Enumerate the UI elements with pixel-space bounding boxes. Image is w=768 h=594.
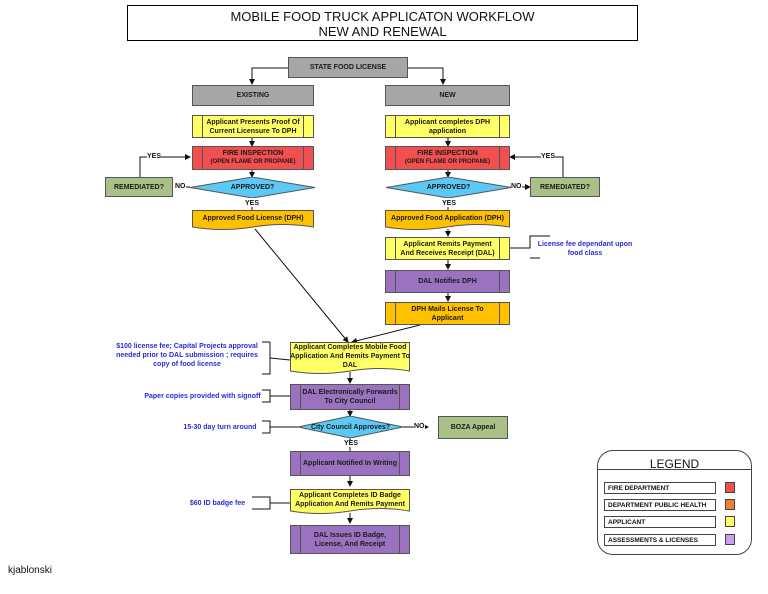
node-applicant-notified: Applicant Notified In Writing xyxy=(290,451,410,476)
node-id-badge-application: Applicant Completes ID Badge Application… xyxy=(295,492,405,508)
decision-council-approves xyxy=(298,416,403,438)
connector-remediated-yes-right xyxy=(509,154,564,177)
node-remits-payment: Applicant Remits Payment And Receives Re… xyxy=(385,237,510,260)
label-yes: YES xyxy=(442,200,457,207)
node-new: NEW xyxy=(385,85,510,106)
node-approved-food-license-shape xyxy=(192,210,314,230)
node-dph-mails-license: DPH Mails License To Applicant xyxy=(385,302,510,325)
node-approved-food-application-shape xyxy=(385,210,510,230)
legend-swatch-fire xyxy=(725,482,735,493)
node-id-badge-application-shape xyxy=(290,489,410,514)
decision-council-approves-label: City Council Approves? xyxy=(310,423,391,431)
label-no: NO xyxy=(175,183,186,190)
node-dal-forwards: DAL Electronically Forwards To City Coun… xyxy=(290,384,410,410)
legend-item-fire: FIRE DEPARTMENT xyxy=(604,482,716,494)
node-approved-food-application: Approved Food Application (DPH) xyxy=(391,215,504,222)
node-remediated-left: REMEDIATED? xyxy=(105,177,173,197)
page-title: MOBILE FOOD TRUCK APPLICATON WORKFLOW NE… xyxy=(127,5,638,41)
node-dal-issues-badge: DAL Issues ID Badge, License, And Receip… xyxy=(290,525,410,554)
node-fire-inspection-left: FIRE INSPECTION (OPEN FLAME OR PROPANE) xyxy=(192,146,314,170)
label-no: NO xyxy=(414,423,425,430)
label-yes: YES xyxy=(344,440,359,447)
title-line1: MOBILE FOOD TRUCK APPLICATON WORKFLOW xyxy=(230,9,535,24)
legend-swatch-applicant xyxy=(725,516,735,527)
node-new-dph-application: Applicant completes DPH application xyxy=(385,115,510,138)
label-yes: YES xyxy=(147,153,162,160)
decision-approved-left-label: APPROVED? xyxy=(230,184,275,191)
note-capital-projects: $100 license fee; Capital Projects appro… xyxy=(116,343,258,368)
note-bracket-capital xyxy=(262,342,271,375)
node-dal-notifies-dph: DAL Notifies DPH xyxy=(385,270,510,293)
node-mobile-food-application: Applicant Completes Mobile Food Applicat… xyxy=(290,343,410,369)
legend-title: LEGEND xyxy=(649,457,700,471)
note-paper-copies: Paper copies provided with signoff xyxy=(144,393,261,400)
label-yes: YES xyxy=(541,153,556,160)
decision-approved-right-label: APPROVED? xyxy=(426,184,471,191)
connector-state-existing xyxy=(249,67,288,85)
fire-inspection-sub: (OPEN FLAME OR PROPANE) xyxy=(405,159,490,165)
label-yes: YES xyxy=(245,200,260,207)
connector-state-new xyxy=(408,67,446,85)
legend-swatch-assessments xyxy=(725,534,735,545)
node-approved-food-license: Approved Food License (DPH) xyxy=(202,215,304,222)
node-existing: EXISTING xyxy=(192,85,314,106)
fire-inspection-sub: (OPEN FLAME OR PROPANE) xyxy=(210,159,296,165)
label-no: NO xyxy=(511,183,522,190)
decision-approved-right xyxy=(386,177,511,198)
title-line2: NEW AND RENEWAL xyxy=(318,24,447,39)
node-remediated-right: REMEDIATED? xyxy=(530,177,600,197)
note-badge-fee: $60 ID badge fee xyxy=(189,500,246,507)
legend-divider xyxy=(598,469,751,470)
decision-approved-left xyxy=(190,177,315,198)
node-boza-appeal: BOZA Appeal xyxy=(438,416,508,439)
note-turnaround: 15-30 day turn around xyxy=(183,424,257,431)
author-credit: kjablonski xyxy=(8,565,52,576)
legend-item-assessments: ASSESSMENTS & LICENSES xyxy=(604,534,716,546)
legend-item-applicant: APPLICANT xyxy=(604,516,716,528)
legend-item-dph: DEPARTMENT PUBLIC HEALTH xyxy=(604,499,716,511)
node-existing-proof: Applicant Presents Proof Of Current Lice… xyxy=(192,115,314,138)
node-state-food-license: STATE FOOD LICENSE xyxy=(288,57,408,78)
legend-swatch-dph xyxy=(725,499,735,510)
legend: LEGEND FIRE DEPARTMENT DEPARTMENT PUBLIC… xyxy=(597,450,752,555)
fire-inspection-label: FIRE INSPECTION xyxy=(222,150,284,157)
connector-license-to-mobile xyxy=(254,228,349,343)
node-fire-inspection-right: FIRE INSPECTION (OPEN FLAME OR PROPANE) xyxy=(385,146,510,170)
node-mobile-food-application-shape xyxy=(290,342,410,374)
connector-mails-to-mobile xyxy=(351,324,421,344)
fire-inspection-label: FIRE INSPECTION xyxy=(417,150,478,157)
connector-remediated-yes-left xyxy=(139,154,191,177)
note-license-fee: License fee dependant upon food class xyxy=(537,241,633,257)
